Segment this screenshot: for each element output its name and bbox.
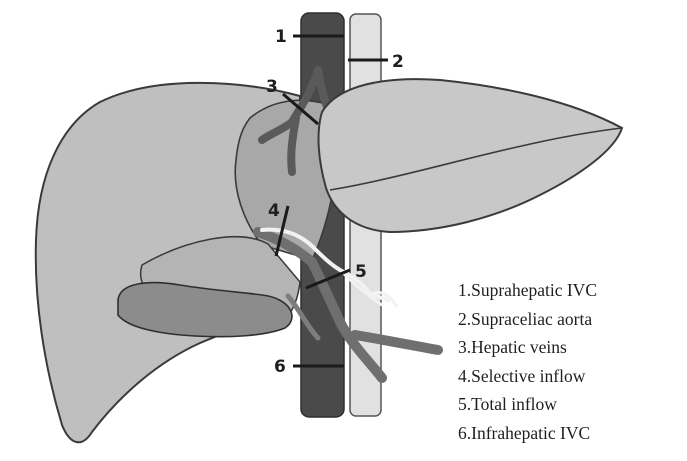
legend-item: 4.Selective inflow bbox=[458, 366, 586, 386]
legend-item: 5.Total inflow bbox=[458, 394, 557, 414]
liver-left-lobe bbox=[317, 78, 624, 234]
liver-left-lobe-fissure bbox=[329, 127, 623, 191]
clamp-4-selective-inflow bbox=[274, 205, 290, 257]
clamp-3-hepatic-veins bbox=[282, 92, 319, 126]
hepatic-artery bbox=[260, 227, 390, 302]
bile-duct bbox=[285, 293, 321, 341]
legend-item: 6.Infrahepatic IVC bbox=[458, 423, 590, 443]
portal-vein bbox=[253, 227, 387, 383]
clamp-marker-4: 4 bbox=[268, 201, 280, 221]
clamp-5-total-inflow bbox=[305, 268, 351, 290]
clamp-marker-5: 5 bbox=[355, 262, 367, 282]
legend: 1.Suprahepatic IVC 2.Supraceliac aorta 3… bbox=[458, 280, 597, 443]
clamp-marker-3: 3 bbox=[266, 77, 278, 97]
legend-item: 3.Hepatic veins bbox=[458, 337, 567, 357]
clamp-marker-6: 6 bbox=[274, 357, 286, 377]
clamp-marker-2: 2 bbox=[392, 52, 404, 72]
legend-item: 2.Supraceliac aorta bbox=[458, 309, 592, 329]
portal-vein-splenic-branch bbox=[350, 330, 443, 355]
clamp-marker-1: 1 bbox=[275, 27, 287, 47]
legend-item: 1.Suprahepatic IVC bbox=[458, 280, 597, 300]
gallbladder bbox=[117, 281, 293, 338]
